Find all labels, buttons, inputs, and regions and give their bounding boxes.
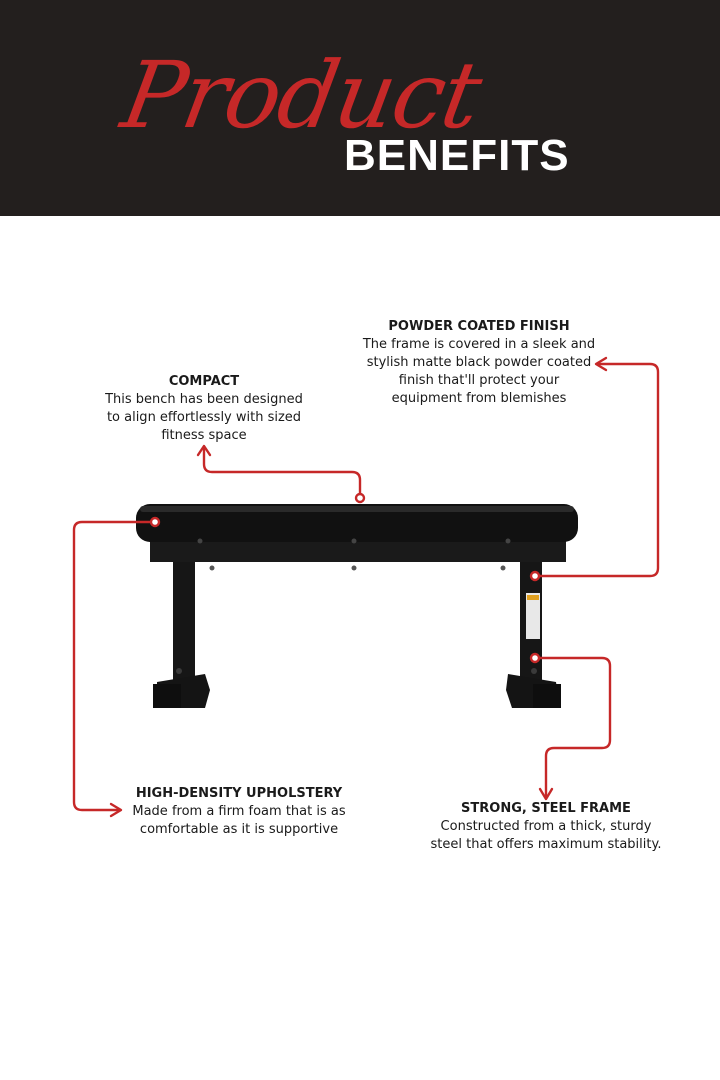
powder-arrowhead xyxy=(594,356,608,372)
powder-anchor-dot xyxy=(529,570,541,582)
script-title: Product xyxy=(114,42,488,149)
compact-description: This bench has been designed to align ef… xyxy=(105,392,303,443)
upholstery-anchor-dot xyxy=(149,516,161,528)
compact-leader xyxy=(202,446,362,496)
frame-anchor-dot xyxy=(529,652,541,664)
upholstery-leader xyxy=(72,520,152,812)
frame-title: STRONG, STEEL FRAME xyxy=(461,801,631,816)
upholstery-description: Made from a firm foam that is as comfort… xyxy=(132,804,346,837)
compact-anchor-dot xyxy=(354,492,366,504)
bench-diagram xyxy=(72,356,660,818)
compact-callout: COMPACT This bench has been designed to … xyxy=(94,373,314,445)
upholstery-title: HIGH-DENSITY UPHOLSTERY xyxy=(135,786,343,801)
powder-description: The frame is covered in a sleek and styl… xyxy=(362,337,596,406)
frame-callout: STRONG, STEEL FRAME Constructed from a t… xyxy=(416,800,676,854)
powder-leader xyxy=(538,362,660,578)
upholstery-callout: HIGH-DENSITY UPHOLSTERY Made from a firm… xyxy=(114,785,364,839)
powder-title: POWDER COATED FINISH xyxy=(388,319,570,334)
bold-title: BENEFITS xyxy=(344,131,570,180)
flat-bench-icon xyxy=(136,504,578,708)
compact-title: COMPACT xyxy=(168,374,240,389)
header-banner: Product BENEFITS xyxy=(0,0,720,216)
frame-arrowhead xyxy=(538,787,554,801)
powder-callout: POWDER COATED FINISH The frame is covere… xyxy=(344,318,614,408)
frame-leader xyxy=(538,656,612,798)
frame-description: Constructed from a thick, sturdy steel t… xyxy=(430,819,662,852)
upholstery-arrowhead xyxy=(109,802,123,818)
compact-arrowhead xyxy=(196,444,212,457)
